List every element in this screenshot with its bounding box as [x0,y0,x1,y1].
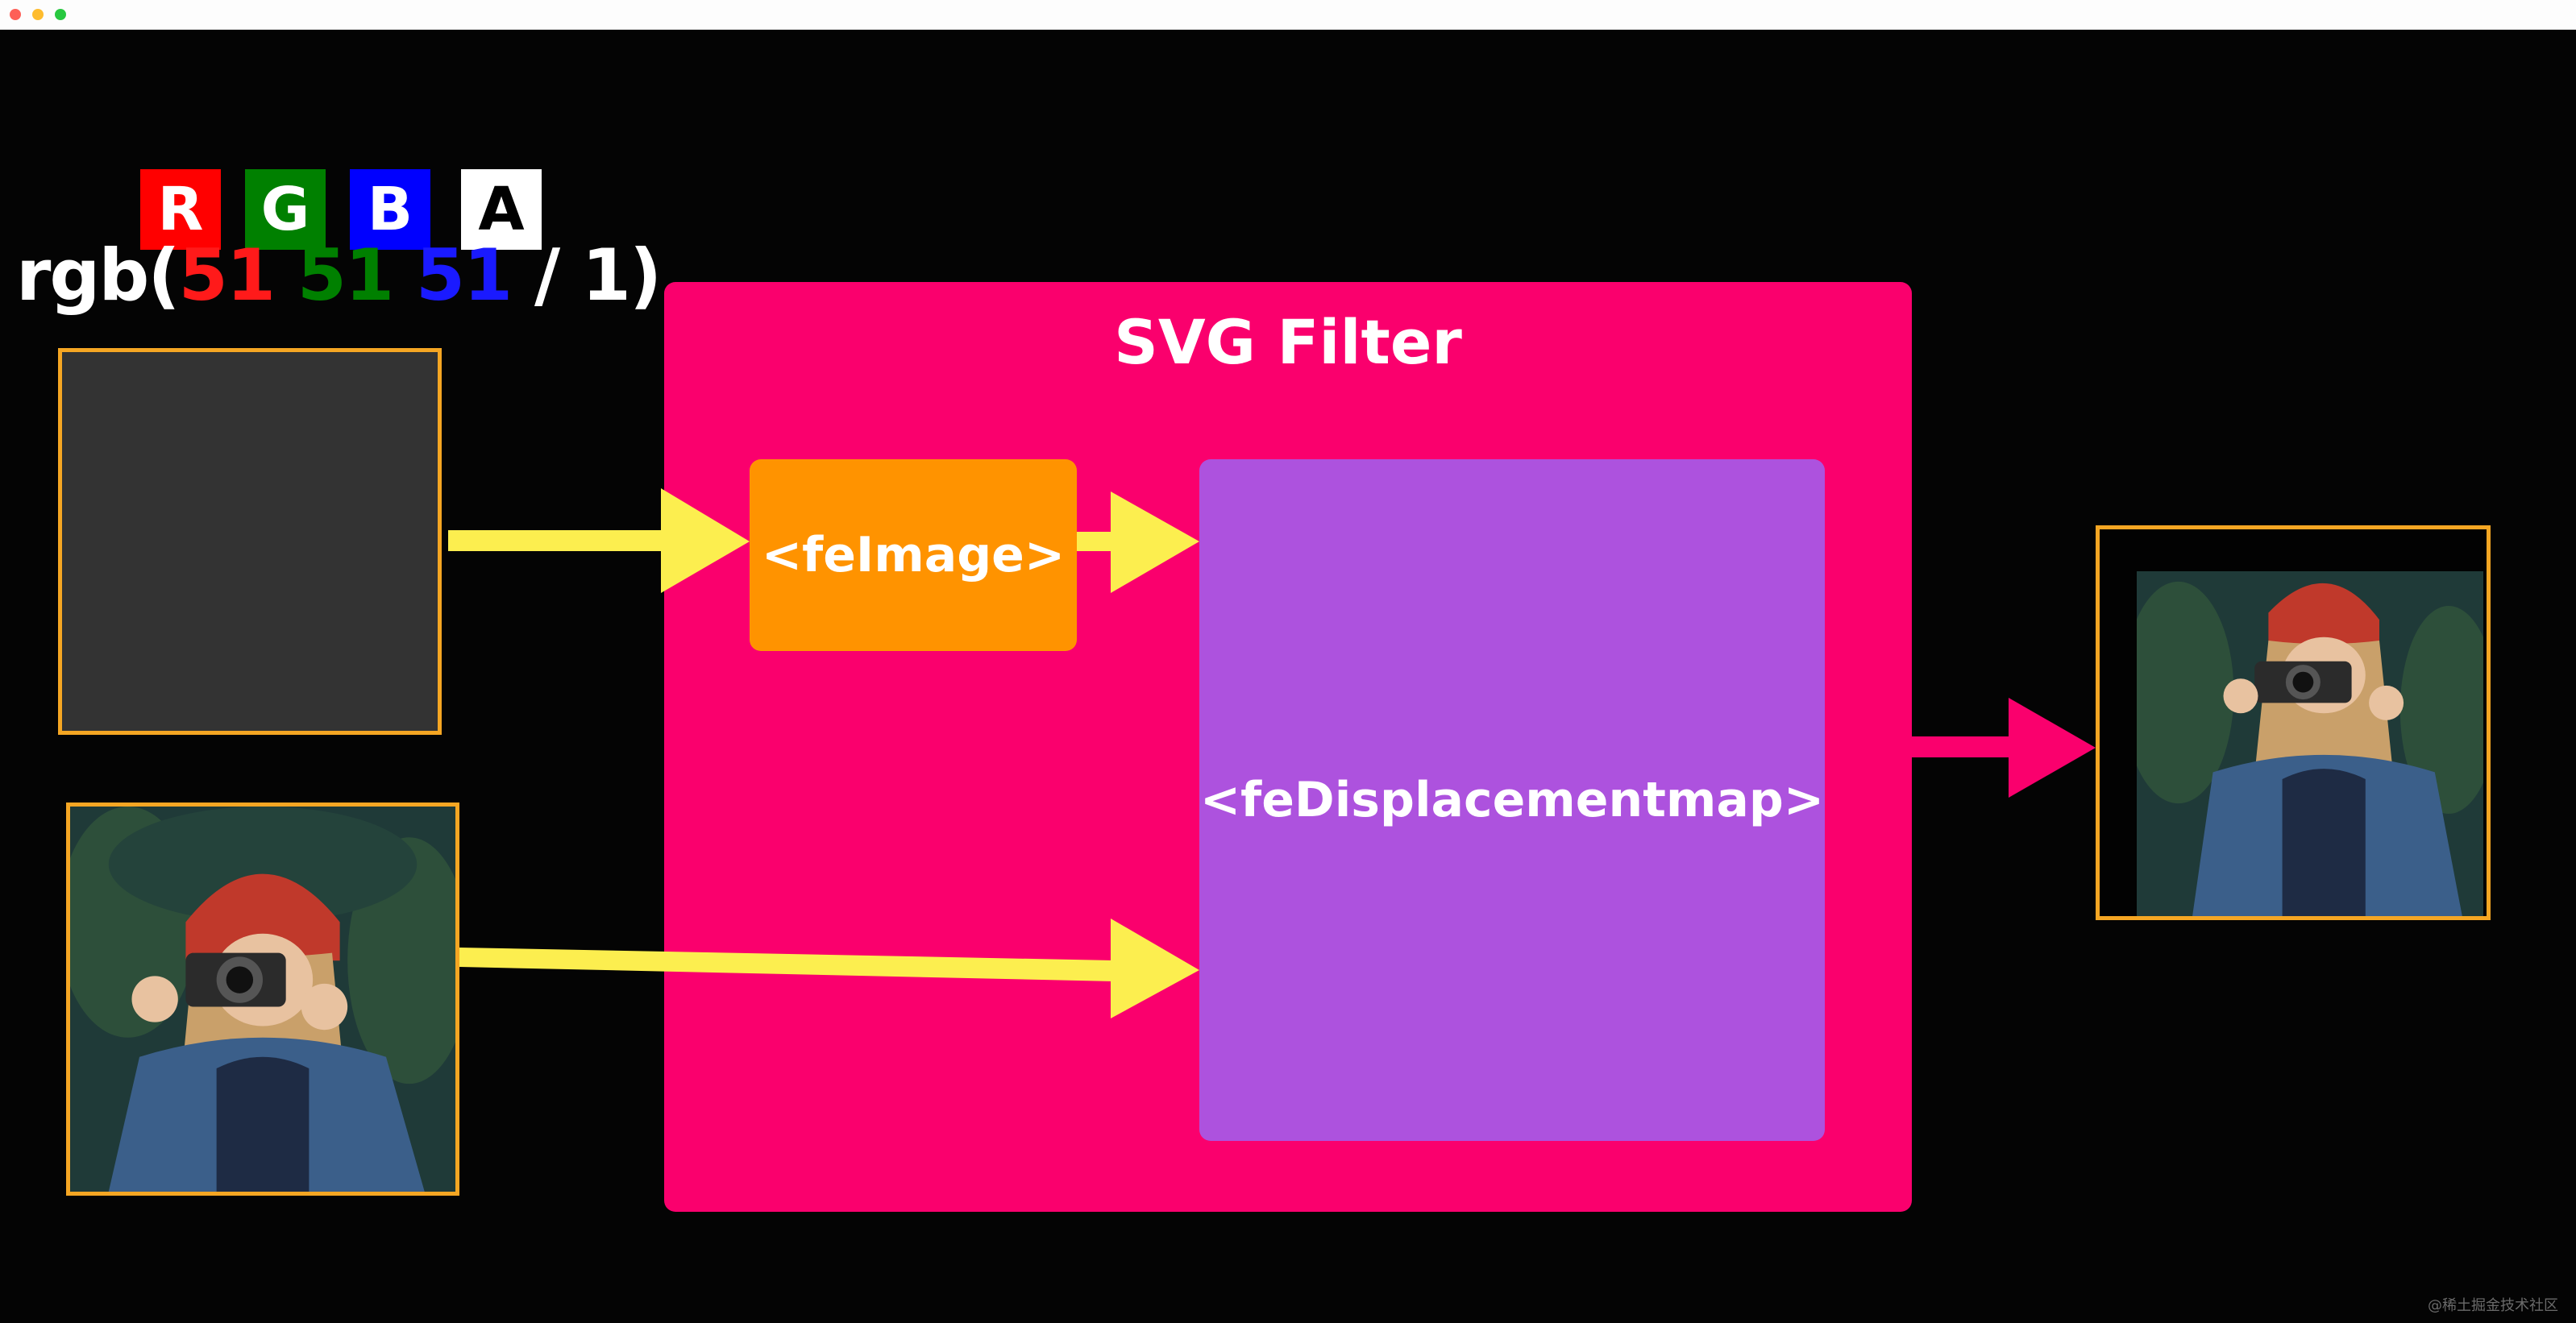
result-photo-inner [2137,571,2483,916]
result-photo-icon [2096,525,2491,920]
photo-girl-with-camera-icon [66,803,459,1196]
rgb-prefix: rgb( [16,234,181,317]
channel-b-badge: B [350,169,430,250]
close-window-dot[interactable] [10,9,21,20]
rgb-blue-value: 51 [415,234,513,317]
fedisplacementmap-node: <feDisplacementmap> [1199,459,1825,1141]
maximize-window-dot[interactable] [55,9,66,20]
rgb-suffix: ) [629,234,662,317]
rgb-alpha-value: / 1 [534,234,631,317]
photo-illustration [70,807,455,1192]
result-photo-illustration [2137,571,2483,916]
svg-filter-title: SVG Filter [1114,306,1462,378]
channel-r-badge: R [140,169,221,250]
watermark-text: @稀土掘金技术社区 [2428,1297,2558,1314]
rgb-green-value: 51 [297,234,394,317]
window-titlebar [0,0,2576,30]
feimage-node: <feImage> [750,459,1077,651]
channel-a-badge: A [461,169,542,250]
gray-swatch-image [58,348,442,735]
minimize-window-dot[interactable] [32,9,44,20]
rgb-value-text: rgb(51 51 51 / 1) [16,240,662,311]
rgb-red-value: 51 [178,234,276,317]
channel-g-badge: G [245,169,326,250]
